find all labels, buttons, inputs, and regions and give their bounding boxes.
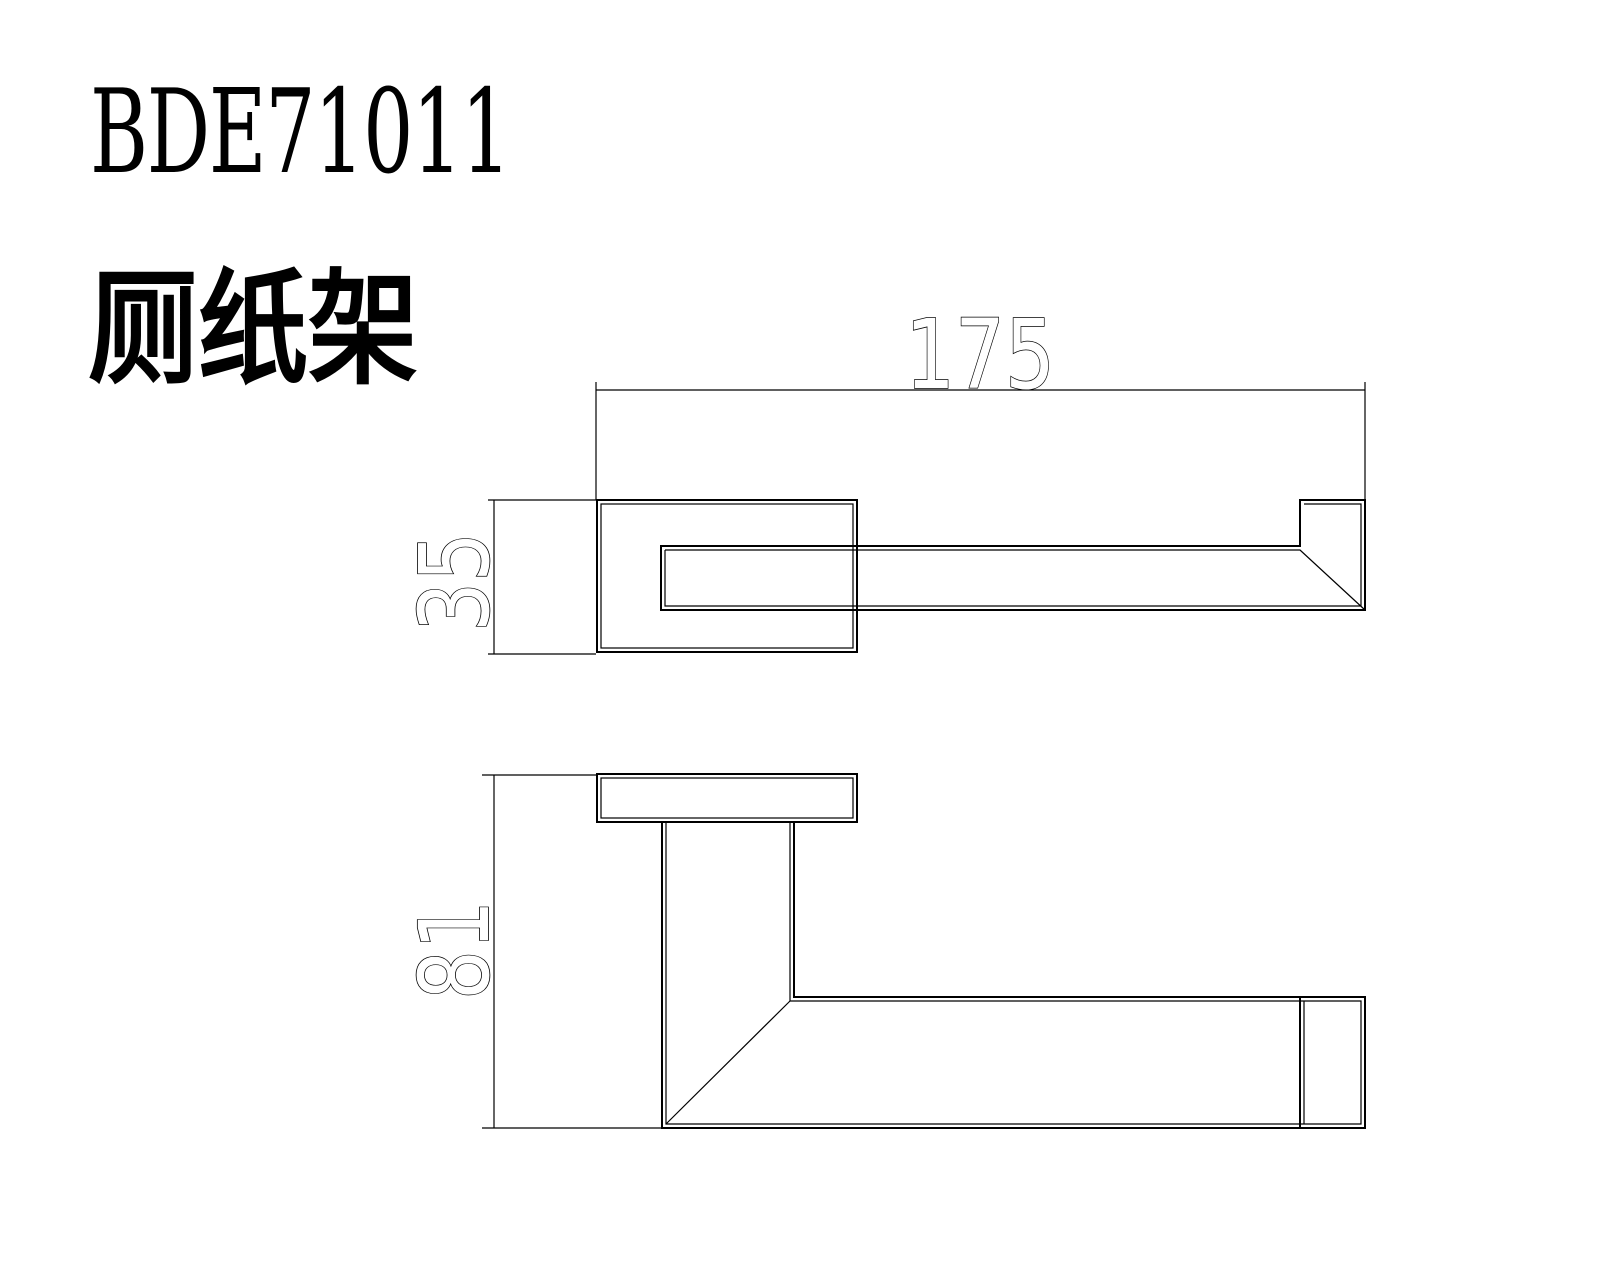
bevel-line (665, 1000, 791, 1125)
front-view: 81 (398, 773, 1366, 1129)
height-value: 81 (399, 900, 511, 1000)
holder-arm-top-inner (664, 503, 1366, 611)
product-name: 厕纸架 (88, 258, 418, 402)
wall-plate-top (596, 499, 858, 653)
width-value: 175 (905, 299, 1055, 411)
holder-body-front-inner (665, 822, 1362, 1125)
model-number: BDE71011 (90, 65, 510, 200)
holder-body-front (661, 821, 1366, 1129)
width-dimension: 175 (595, 298, 1366, 500)
depth-dimension: 35 (398, 499, 596, 655)
top-view: 175 35 (398, 298, 1366, 655)
height-dimension: 81 (398, 774, 664, 1129)
wall-plate-top-inner (600, 503, 854, 649)
mounting-plate-front-inner (600, 777, 854, 819)
holder-arm-top (660, 499, 1366, 611)
depth-value: 35 (399, 532, 511, 632)
mounting-plate-front (596, 773, 858, 823)
